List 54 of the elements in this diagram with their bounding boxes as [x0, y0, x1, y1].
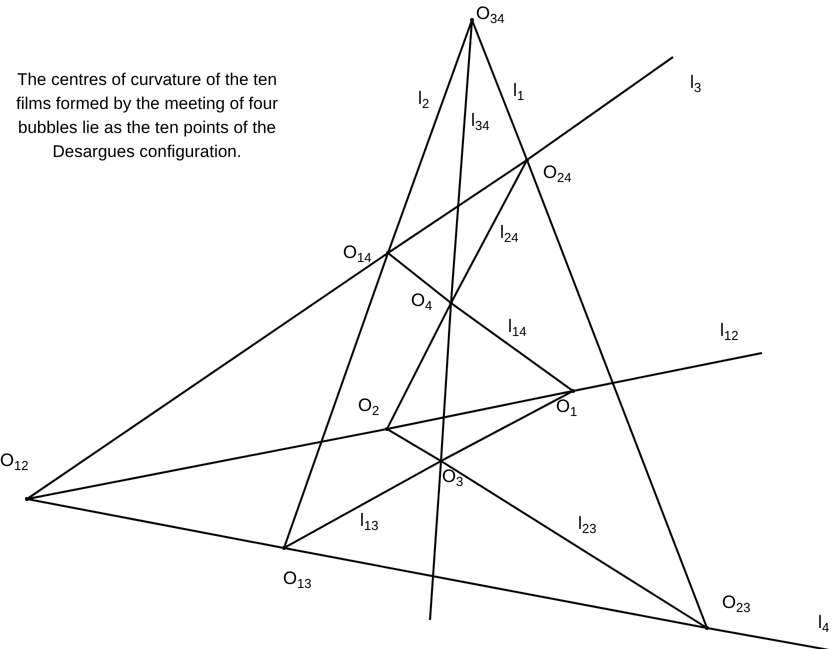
line-segment — [429, 462, 442, 620]
intersection-point — [385, 427, 389, 431]
point-label: O$_{13}$ — [283, 568, 312, 588]
intersection-point — [705, 626, 709, 630]
line-segment — [388, 22, 472, 252]
point-label: O$_{34}$ — [476, 3, 504, 23]
line-segment — [286, 547, 706, 629]
line-segment — [450, 22, 473, 302]
intersection-point — [386, 251, 390, 255]
point-label: O$_{24}$ — [543, 162, 572, 182]
caption-text: The centres of curvature of the ten films formed by the meeting of four bubbles lie as the ten points of the Desargues configuration. — [15, 69, 279, 163]
line-segment — [387, 304, 451, 428]
point-label: O$_{2}$ — [358, 395, 380, 415]
line-segment — [388, 253, 450, 303]
line-label: l$_{4}$ — [818, 612, 830, 632]
line-segment — [442, 391, 572, 461]
point-label: O$_{3}$ — [442, 466, 464, 486]
line-segment — [28, 428, 386, 500]
line-segment — [388, 429, 440, 461]
intersection-point — [449, 301, 453, 305]
line-label: l$_{14}$ — [508, 316, 526, 336]
line-segment — [526, 162, 708, 626]
line-segment — [284, 254, 388, 546]
line-segment — [28, 498, 282, 549]
intersection-point — [571, 389, 575, 393]
line-segment — [451, 161, 527, 302]
line-segment — [472, 22, 528, 158]
line-label: l$_{23}$ — [578, 513, 596, 533]
line-label: l$_{2}$ — [418, 88, 430, 108]
line-segment — [442, 461, 706, 628]
intersection-point — [25, 497, 29, 501]
line-segment — [285, 461, 440, 548]
point-label: O$_{1}$ — [556, 396, 578, 416]
line-label: l$_{1}$ — [513, 80, 524, 100]
line-segment — [388, 390, 572, 430]
line-segment — [28, 253, 387, 499]
line-label: l$_{3}$ — [690, 72, 702, 92]
line-label: l$_{34}$ — [471, 110, 490, 130]
line-segment — [528, 56, 674, 160]
intersection-point — [282, 546, 286, 550]
intersection-point — [525, 158, 529, 162]
intersection-point — [470, 18, 474, 22]
intersection-point — [439, 459, 443, 463]
point-label: O$_{4}$ — [411, 290, 432, 310]
line-label: l$_{13}$ — [360, 510, 378, 530]
line-label: l$_{24}$ — [500, 222, 518, 242]
line-segment — [389, 160, 526, 253]
point-label: O$_{14}$ — [343, 242, 372, 262]
line-segment — [574, 352, 762, 392]
line-segment — [452, 303, 572, 391]
point-label: O$_{23}$ — [722, 592, 750, 612]
line-label: l$_{12}$ — [720, 320, 738, 340]
line-segment — [440, 304, 452, 460]
point-label: O$_{12}$ — [0, 450, 28, 470]
